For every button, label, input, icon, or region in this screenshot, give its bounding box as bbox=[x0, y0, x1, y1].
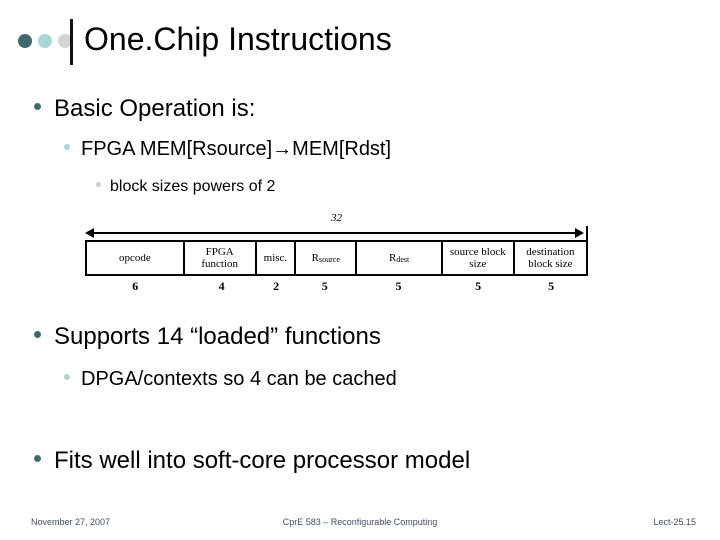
bullet-dpga-contexts: DPGA/contexts so 4 can be cached bbox=[64, 366, 397, 392]
bullet-text: block sizes powers of 2 bbox=[110, 178, 276, 195]
instruction-field-bitwidth: 5 bbox=[548, 279, 555, 293]
arrow-left-icon bbox=[85, 228, 94, 238]
instruction-field-bitwidth: 5 bbox=[475, 279, 482, 293]
arrow-line bbox=[91, 232, 582, 234]
arrow-right-icon bbox=[575, 228, 584, 238]
instruction-field: source block size bbox=[443, 242, 515, 274]
instruction-field: misc. bbox=[257, 242, 297, 274]
page-title: One.Chip Instructions bbox=[84, 21, 392, 57]
footer-lecture-number: Lect-25.15 bbox=[653, 517, 696, 527]
bullet-supports-functions: Supports 14 “loaded” functions bbox=[34, 322, 381, 352]
bullet-text: Basic Operation is: bbox=[54, 95, 256, 122]
bullet-soft-core-model: Fits well into soft-core processor model bbox=[34, 446, 470, 476]
instruction-field-bitwidth: 6 bbox=[132, 279, 139, 293]
figure-total-width-label: 32 bbox=[331, 212, 342, 224]
bullet-text: DPGA/contexts so 4 can be cached bbox=[81, 368, 397, 390]
instruction-field: FPGA function bbox=[185, 242, 257, 274]
bullet-marker-icon bbox=[34, 103, 41, 110]
footer-date: November 27, 2007 bbox=[31, 517, 111, 527]
bullet-text: Fits well into soft-core processor model bbox=[54, 447, 471, 474]
instruction-field: opcode bbox=[87, 242, 185, 274]
footer-course-title: CprE 583 – Reconfigurable Computing bbox=[282, 517, 438, 527]
bullet-marker-icon bbox=[96, 182, 101, 187]
slide-footer: November 27, 2007 CprE 583 – Reconfigura… bbox=[0, 516, 720, 536]
title-divider-bar bbox=[70, 19, 73, 65]
bullet-marker-icon bbox=[34, 455, 41, 462]
bullet-marker-icon bbox=[64, 144, 70, 150]
instruction-field: destination block size bbox=[526, 246, 575, 270]
bullet-marker-icon bbox=[34, 331, 41, 338]
title-decoration-dots bbox=[18, 34, 72, 48]
dot-dark-icon bbox=[18, 34, 32, 48]
bullet-fpga-mem-transfer: FPGA MEM[Rsource]→MEM[Rdst] bbox=[64, 136, 391, 162]
instruction-field-bitwidth: 5 bbox=[395, 279, 402, 293]
bullet-block-sizes: block sizes powers of 2 bbox=[96, 176, 275, 198]
dot-light-icon bbox=[58, 34, 72, 48]
instruction-bitwidth-row: 6 4 2 5 5 5 5 bbox=[85, 278, 588, 294]
instruction-field-bitwidth: 4 bbox=[218, 279, 225, 293]
instruction-field-bitwidth: 5 bbox=[321, 279, 328, 293]
dot-mid-icon bbox=[38, 34, 52, 48]
slide-title-row: One.Chip Instructions bbox=[0, 8, 720, 66]
bullet-text: FPGA MEM[Rsource]→MEM[Rdst] bbox=[81, 138, 392, 160]
bullet-text: Supports 14 “loaded” functions bbox=[54, 323, 381, 350]
instruction-field-bitwidth: 2 bbox=[273, 279, 280, 293]
bullet-marker-icon bbox=[64, 374, 70, 380]
figure-width-arrow bbox=[85, 226, 588, 240]
arrow-end-cap bbox=[586, 226, 588, 240]
bullet-basic-operation: Basic Operation is: bbox=[34, 94, 255, 124]
